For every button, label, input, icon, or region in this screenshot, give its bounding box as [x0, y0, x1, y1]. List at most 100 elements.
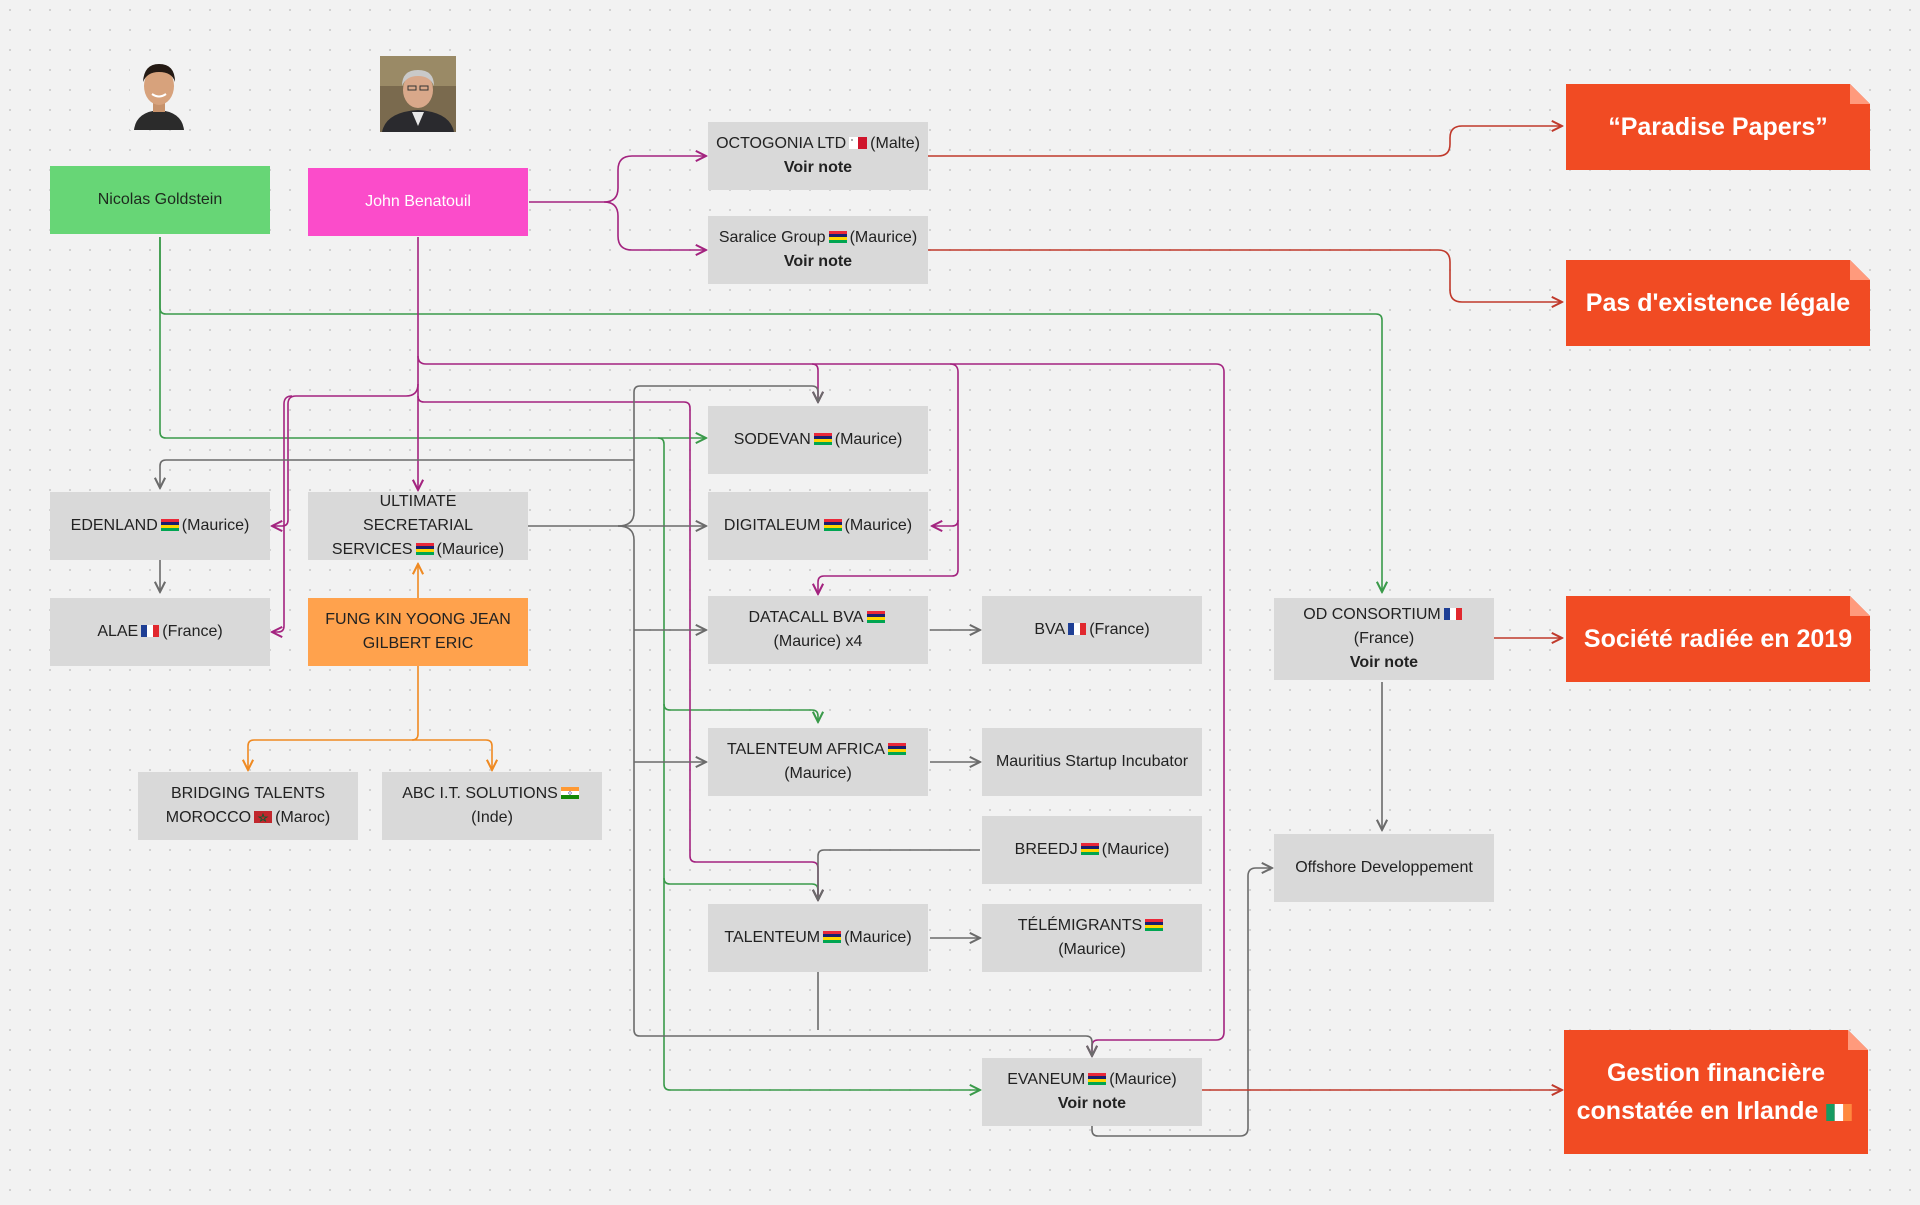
voir-note-link[interactable]: Voir note [1349, 654, 1419, 671]
mauritius-flag-icon [415, 539, 434, 555]
company-country: (Maurice) [1101, 841, 1170, 858]
mauritius-flag-icon [866, 607, 885, 623]
callout-societe-radiee: Société radiée en 2019 [1566, 596, 1870, 682]
company-country: (Maurice) [849, 229, 918, 246]
company-name: Offshore Developpement [1295, 859, 1473, 876]
company-saralice[interactable]: Saralice Group (Maurice) Voir note [708, 216, 928, 284]
callout-text: “Paradise Papers” [1608, 113, 1828, 141]
person-john-benatouil[interactable]: John Benatouil [308, 168, 528, 236]
company-name: BVA [1034, 621, 1066, 638]
company-name: EVANEUM [1007, 1071, 1086, 1088]
company-datacall[interactable]: DATACALL BVA (Maurice) x4 [708, 596, 928, 664]
company-country: (Maurice) [784, 765, 852, 782]
edge-john-saralice [603, 201, 706, 250]
person-fung-kin-yoong[interactable]: FUNG KIN YOONG JEAN GILBERT ERIC [308, 598, 528, 666]
company-country: (Maurice) [834, 431, 903, 448]
company-name: BREEDJ [1014, 841, 1078, 858]
company-abc-it[interactable]: ABC I.T. SOLUTIONS(Inde) [382, 772, 602, 840]
company-sodevan[interactable]: SODEVAN (Maurice) [708, 406, 928, 474]
person-nicolas-goldstein[interactable]: Nicolas Goldstein [50, 166, 270, 234]
edge-john-sodevan [811, 363, 818, 402]
edge-fung-abc [412, 739, 492, 770]
company-country: (Maurice) x4 [773, 633, 863, 650]
edge-john-digitaleum [932, 363, 959, 526]
company-breedj[interactable]: BREEDJ (Maurice) [982, 816, 1202, 884]
company-name: EDENLAND [70, 517, 158, 534]
edge-green-talenteum-africa [663, 703, 818, 722]
mauritius-flag-icon [823, 515, 842, 531]
company-offshore-developpement[interactable]: Offshore Developpement [1274, 834, 1494, 902]
person-name: FUNG KIN YOONG JEAN GILBERT ERIC [325, 611, 511, 652]
edge-john-octogonia [529, 156, 706, 203]
company-name: DIGITALEUM [723, 517, 821, 534]
company-name: Saralice Group [718, 229, 826, 246]
page-fold-icon [1850, 84, 1870, 104]
callout-gestion-irlande: Gestion financière constatée en Irlande [1564, 1030, 1868, 1154]
mauritius-flag-icon [813, 429, 832, 445]
mauritius-flag-icon [160, 515, 179, 531]
france-flag-icon [1068, 619, 1087, 635]
company-name: OCTOGONIA LTD [716, 135, 847, 152]
company-country: (Malte) [870, 135, 920, 152]
callout-paradise-papers: “Paradise Papers” [1566, 84, 1870, 170]
edge-john-alae [272, 395, 293, 632]
company-talenteum-africa[interactable]: TALENTEUM AFRICA (Maurice) [708, 728, 928, 796]
company-country: (Maurice) [1109, 1071, 1177, 1088]
edge-breedj-talenteum [818, 849, 980, 900]
company-country: (Maurice) [844, 929, 912, 946]
company-country: (Maurice) [181, 517, 250, 534]
company-edenland[interactable]: EDENLAND (Maurice) [50, 492, 270, 560]
company-name: OD CONSORTIUM [1303, 606, 1441, 623]
company-octogonia[interactable]: OCTOGONIA LTD (Malte) Voir note [708, 122, 928, 190]
edge-fung-bridging [248, 666, 419, 770]
voir-note-link[interactable]: Voir note [783, 159, 853, 176]
company-name: SODEVAN [733, 431, 811, 448]
malta-flag-icon [849, 133, 868, 149]
edge-green-talenteum [663, 877, 818, 900]
company-name: ABC I.T. SOLUTIONS [402, 785, 558, 802]
company-telemigrants[interactable]: TÉLÉMIGRANTS (Maurice) [982, 904, 1202, 972]
company-bridging-talents[interactable]: BRIDGING TALENTS MOROCCO(Maroc) [138, 772, 358, 840]
mauritius-flag-icon [828, 227, 847, 243]
morocco-flag-icon [254, 807, 273, 823]
company-alae[interactable]: ALAE(France) [50, 598, 270, 666]
mauritius-flag-icon [1080, 839, 1099, 855]
company-name: TALENTEUM [724, 929, 821, 946]
company-talenteum[interactable]: TALENTEUM (Maurice) [708, 904, 928, 972]
company-ultimate[interactable]: ULTIMATE SECRETARIAL SERVICES(Maurice) [308, 492, 528, 560]
edge-gray-edenland [160, 459, 634, 488]
company-mauritius-startup-incubator[interactable]: Mauritius Startup Incubator [982, 728, 1202, 796]
mauritius-flag-icon [887, 739, 906, 755]
nicolas-avatar [130, 52, 188, 130]
callout-text: Pas d'existence légale [1585, 289, 1851, 317]
edge-saralice-existence [928, 249, 1562, 302]
edge-octogonia-paradise [928, 126, 1562, 157]
france-flag-icon [141, 621, 160, 637]
company-name: DATACALL BVA [748, 609, 864, 626]
company-name: ULTIMATE SECRETARIAL SERVICES [331, 493, 473, 558]
company-bva[interactable]: BVA (France) [982, 596, 1202, 664]
person-name: Nicolas Goldstein [97, 191, 223, 208]
company-country: (Maroc) [275, 809, 331, 826]
company-digitaleum[interactable]: DIGITALEUM(Maurice) [708, 492, 928, 560]
callout-text: Société radiée en 2019 [1583, 625, 1853, 653]
voir-note-link[interactable]: Voir note [783, 253, 853, 270]
company-name: BRIDGING TALENTS MOROCCO [165, 785, 326, 826]
company-country: (Maurice) [1058, 941, 1126, 958]
company-country: (France) [1089, 621, 1150, 638]
company-country: (Maurice) [436, 541, 505, 558]
page-fold-icon [1848, 1030, 1868, 1050]
mauritius-flag-icon [1145, 915, 1164, 931]
company-od-consortium[interactable]: OD CONSORTIUM(France)Voir note [1274, 598, 1494, 680]
callout-pas-existence: Pas d'existence légale [1566, 260, 1870, 346]
company-name: Mauritius Startup Incubator [995, 753, 1189, 770]
company-evaneum[interactable]: EVANEUM (Maurice) Voir note [982, 1058, 1202, 1126]
company-name: TÉLÉMIGRANTS [1017, 917, 1143, 934]
voir-note-link[interactable]: Voir note [1057, 1095, 1127, 1112]
callout-text: Gestion financière constatée en Irlande [1576, 1059, 1826, 1125]
person-name: John Benatouil [365, 193, 471, 210]
page-fold-icon [1850, 596, 1870, 616]
mauritius-flag-icon [1088, 1069, 1107, 1085]
page-fold-icon [1850, 260, 1870, 280]
company-name: TALENTEUM AFRICA [727, 741, 885, 758]
